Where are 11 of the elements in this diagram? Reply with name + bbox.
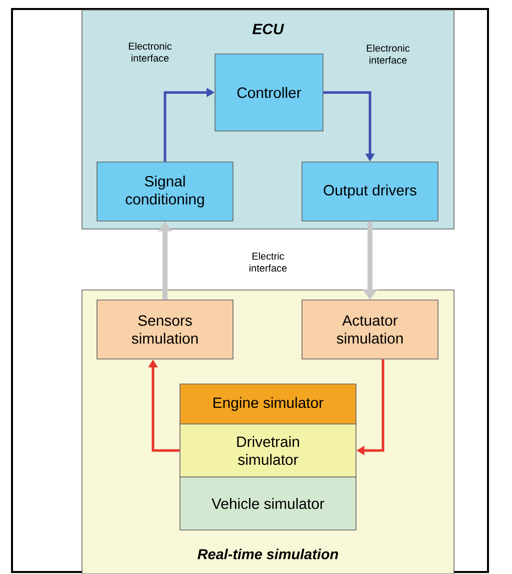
process-box: Output drivers <box>302 162 438 222</box>
process-box: Sensors simulation <box>96 300 234 360</box>
interface-label: Electronic interface <box>128 42 172 62</box>
simulator-layer: Drivetrain simulator <box>180 424 356 478</box>
simulator-layer: Engine simulator <box>180 384 356 424</box>
interface-label: Electronic interface <box>366 44 410 64</box>
process-box: Actuator simulation <box>302 300 438 360</box>
simulator-layer: Vehicle simulator <box>180 476 356 530</box>
interface-label: Electric interface <box>250 252 287 272</box>
process-box: Signal conditioning <box>96 162 234 222</box>
process-box: Controller <box>214 54 324 132</box>
